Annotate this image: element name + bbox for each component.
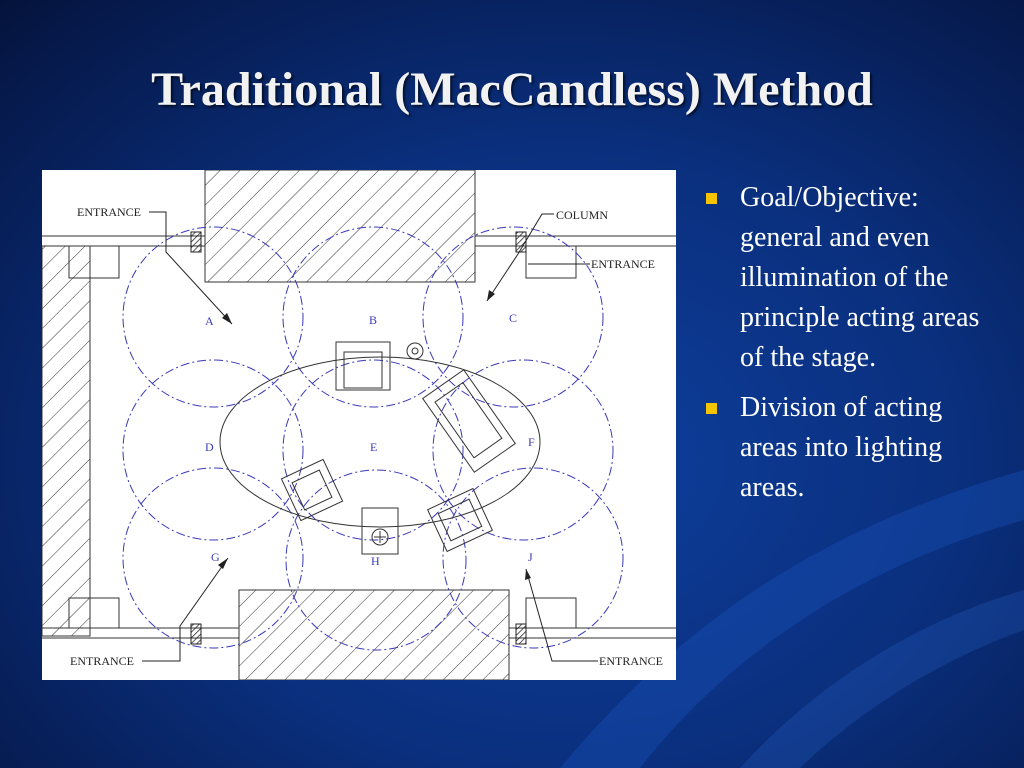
slide-title: Traditional (MacCandless) Method [151, 63, 873, 116]
acting-area-ellipse [219, 356, 541, 528]
column [515, 623, 527, 645]
column [190, 623, 202, 645]
entrance-label: ENTRANCE [599, 654, 663, 668]
downstage-wall [238, 589, 510, 680]
column [515, 231, 527, 253]
bullet-item: Division of acting areas into lighting a… [704, 388, 1004, 508]
area-label-c: C [509, 311, 517, 325]
left-wall [42, 245, 91, 637]
square-bullet-icon [706, 193, 717, 204]
entrance-label: ENTRANCE [591, 257, 655, 271]
area-label-b: B [369, 313, 377, 327]
area-label-g: G [211, 550, 220, 564]
entrance-label: ENTRANCE [70, 654, 134, 668]
bullet-item: Goal/Objective: general and even illumin… [704, 178, 1004, 378]
area-label-j: J [528, 550, 533, 564]
area-label-d: D [205, 440, 214, 454]
bullet-list: Goal/Objective: general and even illumin… [704, 178, 1004, 518]
column-label: COLUMN [556, 208, 608, 222]
area-label-f: F [528, 435, 535, 449]
stage-lighting-diagram: ENTRANCE COLUMN ENTRANCE ENTRANCE ENTRAN… [42, 170, 676, 680]
area-label-a: A [205, 314, 214, 328]
entrance-label: ENTRANCE [77, 205, 141, 219]
bullet-text: Division of acting areas into lighting a… [740, 392, 943, 503]
area-label-e: E [370, 440, 377, 454]
bullet-text: Goal/Objective: general and even illumin… [740, 182, 980, 373]
square-bullet-icon [706, 403, 717, 414]
upstage-wall [204, 170, 476, 283]
column [190, 231, 202, 253]
area-label-h: H [371, 554, 380, 568]
